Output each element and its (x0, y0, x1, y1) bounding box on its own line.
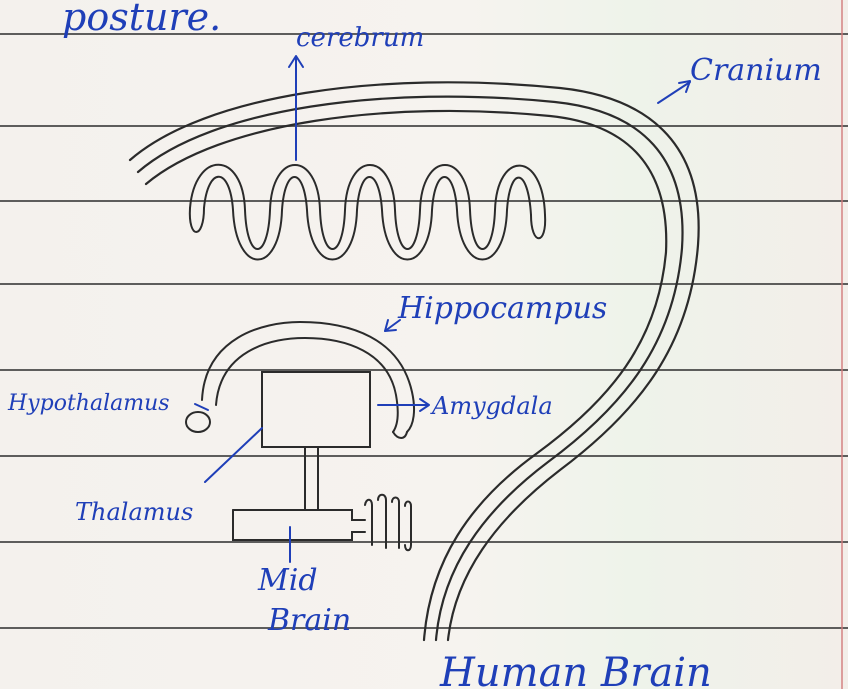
label-hypothalamus: Hypothalamus (7, 391, 170, 416)
heading-fragment: posture. (62, 0, 221, 39)
label-thalamus: Thalamus (75, 498, 193, 526)
diagram-caption: Human Brain (439, 650, 712, 689)
hippocampus-arch (202, 322, 414, 438)
label-midbrain-line1: Mid (257, 563, 318, 598)
label-amygdala: Amygdala (430, 392, 553, 420)
label-hippocampus: Hippocampus (397, 291, 607, 326)
hypothalamus-node (186, 412, 210, 432)
brain-stem (305, 447, 318, 510)
midbrain-block (233, 495, 411, 551)
label-cranium: Cranium (690, 53, 822, 88)
label-midbrain-line2: Brain (267, 603, 351, 638)
cerebrum-folds (190, 165, 545, 260)
thalamus-box (262, 372, 370, 447)
label-cerebrum: cerebrum (296, 23, 424, 53)
